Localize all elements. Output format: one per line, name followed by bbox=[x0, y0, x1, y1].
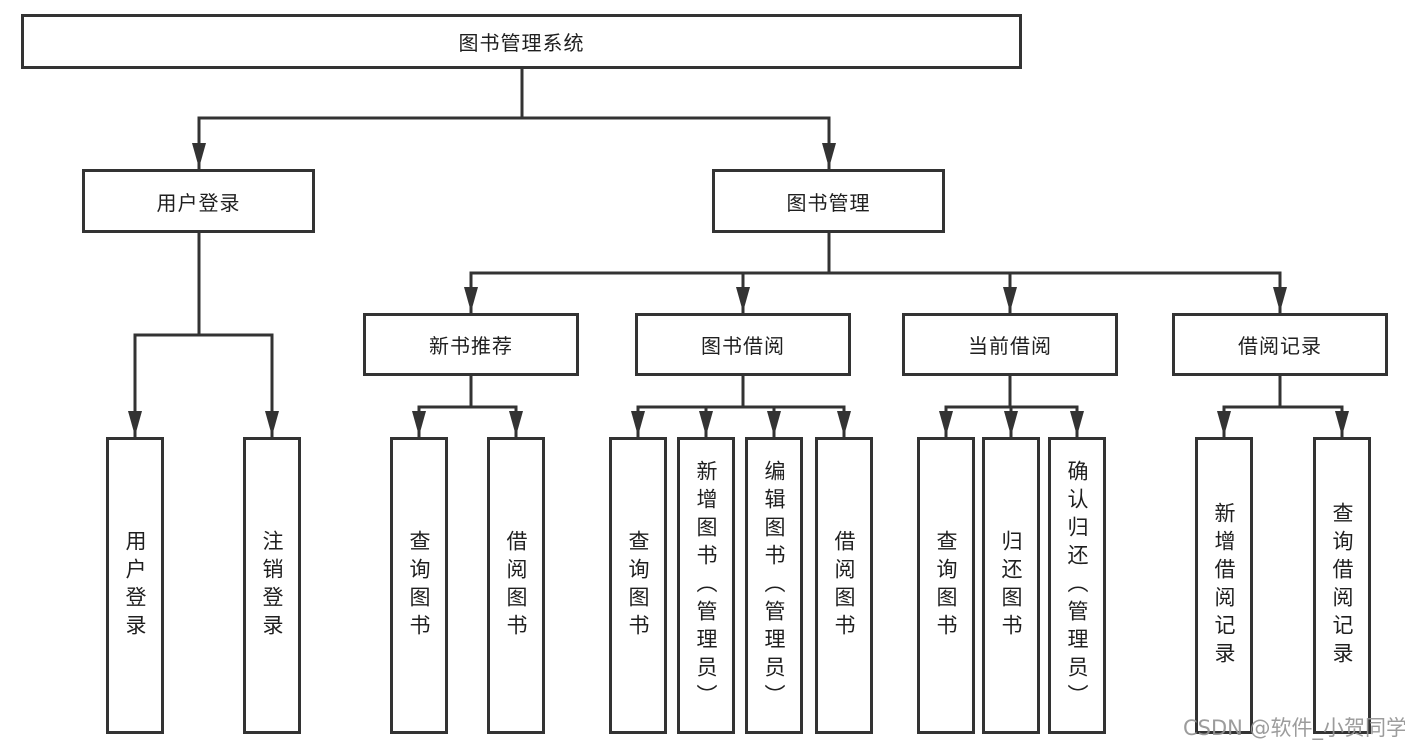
connector-root-to-level2 bbox=[192, 67, 836, 170]
node-query-borrow-record: 查询借阅记录 bbox=[1313, 437, 1371, 734]
node-query-books-current: 查询图书 bbox=[917, 437, 975, 734]
node-current-borrowing-label: 当前借阅 bbox=[968, 334, 1052, 358]
node-borrow-books-leaf-label: 借阅图书 bbox=[832, 529, 856, 642]
node-return-books: 归还图书 bbox=[982, 437, 1040, 734]
node-query-books-recommend: 查询图书 bbox=[390, 437, 448, 734]
node-user-login-label: 用户登录 bbox=[156, 190, 241, 215]
node-query-books-borrowing: 查询图书 bbox=[609, 437, 667, 734]
node-book-borrowing-label: 图书借阅 bbox=[701, 334, 785, 358]
node-borrow-books-recommend-label: 借阅图书 bbox=[504, 529, 528, 642]
node-user-login-leaf: 用户登录 bbox=[106, 437, 164, 734]
node-query-books-recommend-label: 查询图书 bbox=[407, 529, 431, 642]
node-library-system-label: 图书管理系统 bbox=[458, 31, 585, 55]
node-user-login-leaf-label: 用户登录 bbox=[123, 529, 147, 642]
node-new-book-recommend-label: 新书推荐 bbox=[429, 334, 513, 358]
node-edit-books-admin: 编辑图书（管理员） bbox=[745, 437, 803, 734]
node-user-login: 用户登录 bbox=[82, 169, 315, 233]
node-library-system: 图书管理系统 bbox=[21, 14, 1022, 69]
node-new-book-recommend: 新书推荐 bbox=[363, 313, 579, 376]
watermark: CSDN @软件_小贺同学 bbox=[1183, 716, 1405, 740]
node-add-borrow-record-label: 新增借阅记录 bbox=[1212, 501, 1236, 670]
node-add-books-admin-label: 新增图书（管理员） bbox=[694, 459, 718, 712]
node-logout-label: 注销登录 bbox=[260, 529, 284, 642]
connector-management-to-level3 bbox=[464, 231, 1287, 314]
connector-current-to-children bbox=[939, 374, 1084, 438]
node-current-borrowing: 当前借阅 bbox=[902, 313, 1118, 376]
node-return-books-label: 归还图书 bbox=[999, 529, 1023, 642]
node-borrowing-records: 借阅记录 bbox=[1172, 313, 1388, 376]
node-confirm-return-admin: 确认归还（管理员） bbox=[1048, 437, 1106, 734]
node-edit-books-admin-label: 编辑图书（管理员） bbox=[762, 459, 786, 712]
connector-login-to-children bbox=[128, 231, 279, 438]
node-borrow-books-recommend: 借阅图书 bbox=[487, 437, 545, 734]
node-book-management: 图书管理 bbox=[712, 169, 945, 233]
node-add-borrow-record: 新增借阅记录 bbox=[1195, 437, 1253, 734]
node-borrow-books-leaf: 借阅图书 bbox=[815, 437, 873, 734]
connector-records-to-children bbox=[1217, 374, 1349, 438]
node-add-books-admin: 新增图书（管理员） bbox=[677, 437, 735, 734]
connector-borrowing-to-children bbox=[631, 374, 851, 438]
node-borrowing-records-label: 借阅记录 bbox=[1238, 334, 1322, 358]
node-book-borrowing: 图书借阅 bbox=[635, 313, 851, 376]
node-query-borrow-record-label: 查询借阅记录 bbox=[1330, 501, 1354, 670]
connector-newbook-to-children bbox=[412, 374, 523, 438]
node-query-books-borrowing-label: 查询图书 bbox=[626, 529, 650, 642]
node-book-management-label: 图书管理 bbox=[786, 190, 871, 215]
node-query-books-current-label: 查询图书 bbox=[934, 529, 958, 642]
node-confirm-return-admin-label: 确认归还（管理员） bbox=[1065, 459, 1089, 712]
node-logout: 注销登录 bbox=[243, 437, 301, 734]
